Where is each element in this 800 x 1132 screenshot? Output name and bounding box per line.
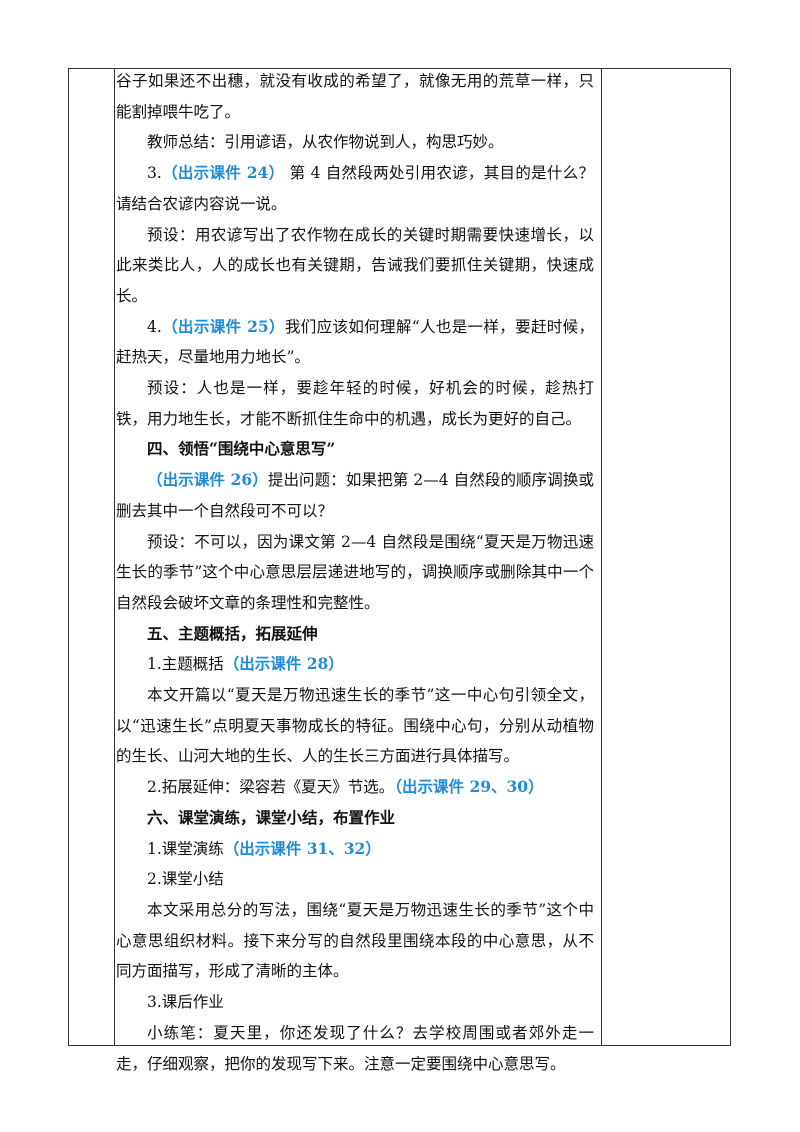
- lesson-table: [68, 68, 731, 1046]
- paragraph: 1.主题概括（出示课件 28）: [116, 649, 594, 680]
- paragraph: 3.课后作业: [116, 987, 594, 1018]
- paragraph-text: 1.主题概括: [147, 655, 224, 674]
- paragraph-text: 3.: [147, 164, 162, 183]
- paragraph-text: 预设：不可以，因为课文第 2—4 自然段是围绕“夏天是万物迅速生长的季节”这个中…: [116, 532, 594, 612]
- paragraph: 4.（出示课件 25）我们应该如何理解“人也是一样，要赶时候，赶热天，尽量地用力…: [116, 312, 594, 373]
- paragraph: 本文采用总分的写法，围绕“夏天是万物迅速生长的季节”这个中心意思组织材料。接下来…: [116, 895, 594, 987]
- paragraph: （出示课件 26）提出问题：如果把第 2—4 自然段的顺序调换或删去其中一个自然…: [116, 465, 594, 526]
- section-heading: 五、主题概括，拓展延伸: [116, 619, 594, 650]
- paragraph: 小练笔：夏天里，你还发现了什么？去学校周围或者郊外走一走，仔细观察，把你的发现写…: [116, 1018, 594, 1079]
- section-heading: 六、课堂演练，课堂小结，布置作业: [116, 803, 594, 834]
- paragraph-text: 小练笔：夏天里，你还发现了什么？去学校周围或者郊外走一走，仔细观察，把你的发现写…: [116, 1023, 594, 1073]
- paragraph-text: 2.课堂小结: [147, 870, 224, 889]
- paragraph-text: 第 4 自然段两处引用农谚，其目的是什么？请结合农谚内容说一说。: [116, 164, 594, 213]
- paragraph: 本文开篇以“夏天是万物迅速生长的季节”这一中心句引领全文，以“迅速生长”点明夏天…: [116, 680, 594, 772]
- paragraph-text: 1.课堂演练: [147, 839, 224, 858]
- table-column-divider-left: [114, 69, 115, 1045]
- courseware-cue: （出示课件 24）: [161, 163, 285, 183]
- paragraph: 教师总结：引用谚语，从农作物说到人，构思巧妙。: [116, 127, 594, 158]
- paragraph: 预设：用农谚写出了农作物在成长的关键时期需要快速增长，以此来类比人，人的成长也有…: [116, 220, 594, 312]
- paragraph-text: 六、课堂演练，课堂小结，布置作业: [147, 807, 396, 827]
- paragraph-text: 预设：人也是一样，要趁年轻的时候，好机会的时候，趁热打铁，用力地生长，才能不断抓…: [116, 379, 594, 428]
- paragraph-text: 四、领悟“围绕中心意思写”: [147, 439, 336, 459]
- courseware-cue: （出示课件 28）: [223, 654, 344, 674]
- paragraph: 1.课堂演练（出示课件 31、32）: [116, 834, 594, 865]
- courseware-cue: （出示课件 31、32）: [223, 838, 381, 858]
- courseware-cue: （出示课件 26）: [147, 470, 268, 490]
- paragraph-text: 本文开篇以“夏天是万物迅速生长的季节”这一中心句引领全文，以“迅速生长”点明夏天…: [116, 686, 594, 766]
- paragraph-text: 预设：用农谚写出了农作物在成长的关键时期需要快速增长，以此来类比人，人的成长也有…: [116, 225, 594, 305]
- courseware-cue: （出示课件 29、30）: [394, 777, 544, 797]
- paragraph: 2.拓展延伸：梁容若《夏天》节选。（出示课件 29、30）: [116, 772, 594, 803]
- paragraph: 谷子如果还不出穗，就没有收成的希望了，就像无用的荒草一样，只能割掉喂牛吃了。: [116, 66, 594, 127]
- table-column-divider-right: [601, 69, 602, 1045]
- courseware-cue: （出示课件 25）: [161, 316, 285, 336]
- paragraph-text: 2.拓展延伸：梁容若《夏天》节选。: [147, 778, 395, 797]
- paragraph-text: 本文采用总分的写法，围绕“夏天是万物迅速生长的季节”这个中心意思组织材料。接下来…: [116, 900, 594, 981]
- paragraph: 2.课堂小结: [116, 864, 594, 895]
- paragraph: 预设：人也是一样，要趁年轻的时候，好机会的时候，趁热打铁，用力地生长，才能不断抓…: [116, 373, 594, 434]
- paragraph-text: 我们应该如何理解“人也是一样，要赶时候，赶热天，尽量地用力地长”。: [116, 317, 594, 367]
- paragraph-text: 教师总结：引用谚语，从农作物说到人，构思巧妙。: [147, 133, 504, 152]
- paragraph-text: 4.: [147, 317, 162, 336]
- lesson-content: 谷子如果还不出穗，就没有收成的希望了，就像无用的荒草一样，只能割掉喂牛吃了。教师…: [116, 66, 594, 1079]
- section-heading: 四、领悟“围绕中心意思写”: [116, 434, 594, 465]
- paragraph-text: 3.课后作业: [147, 993, 224, 1012]
- paragraph-text: 五、主题概括，拓展延伸: [147, 623, 318, 643]
- paragraph-text: 谷子如果还不出穗，就没有收成的希望了，就像无用的荒草一样，只能割掉喂牛吃了。: [116, 72, 594, 121]
- paragraph: 预设：不可以，因为课文第 2—4 自然段是围绕“夏天是万物迅速生长的季节”这个中…: [116, 527, 594, 619]
- paragraph-text: 提出问题：如果把第 2—4 自然段的顺序调换或删去其中一个自然段可不可以？: [116, 471, 594, 520]
- paragraph: 3.（出示课件 24） 第 4 自然段两处引用农谚，其目的是什么？请结合农谚内容…: [116, 158, 594, 219]
